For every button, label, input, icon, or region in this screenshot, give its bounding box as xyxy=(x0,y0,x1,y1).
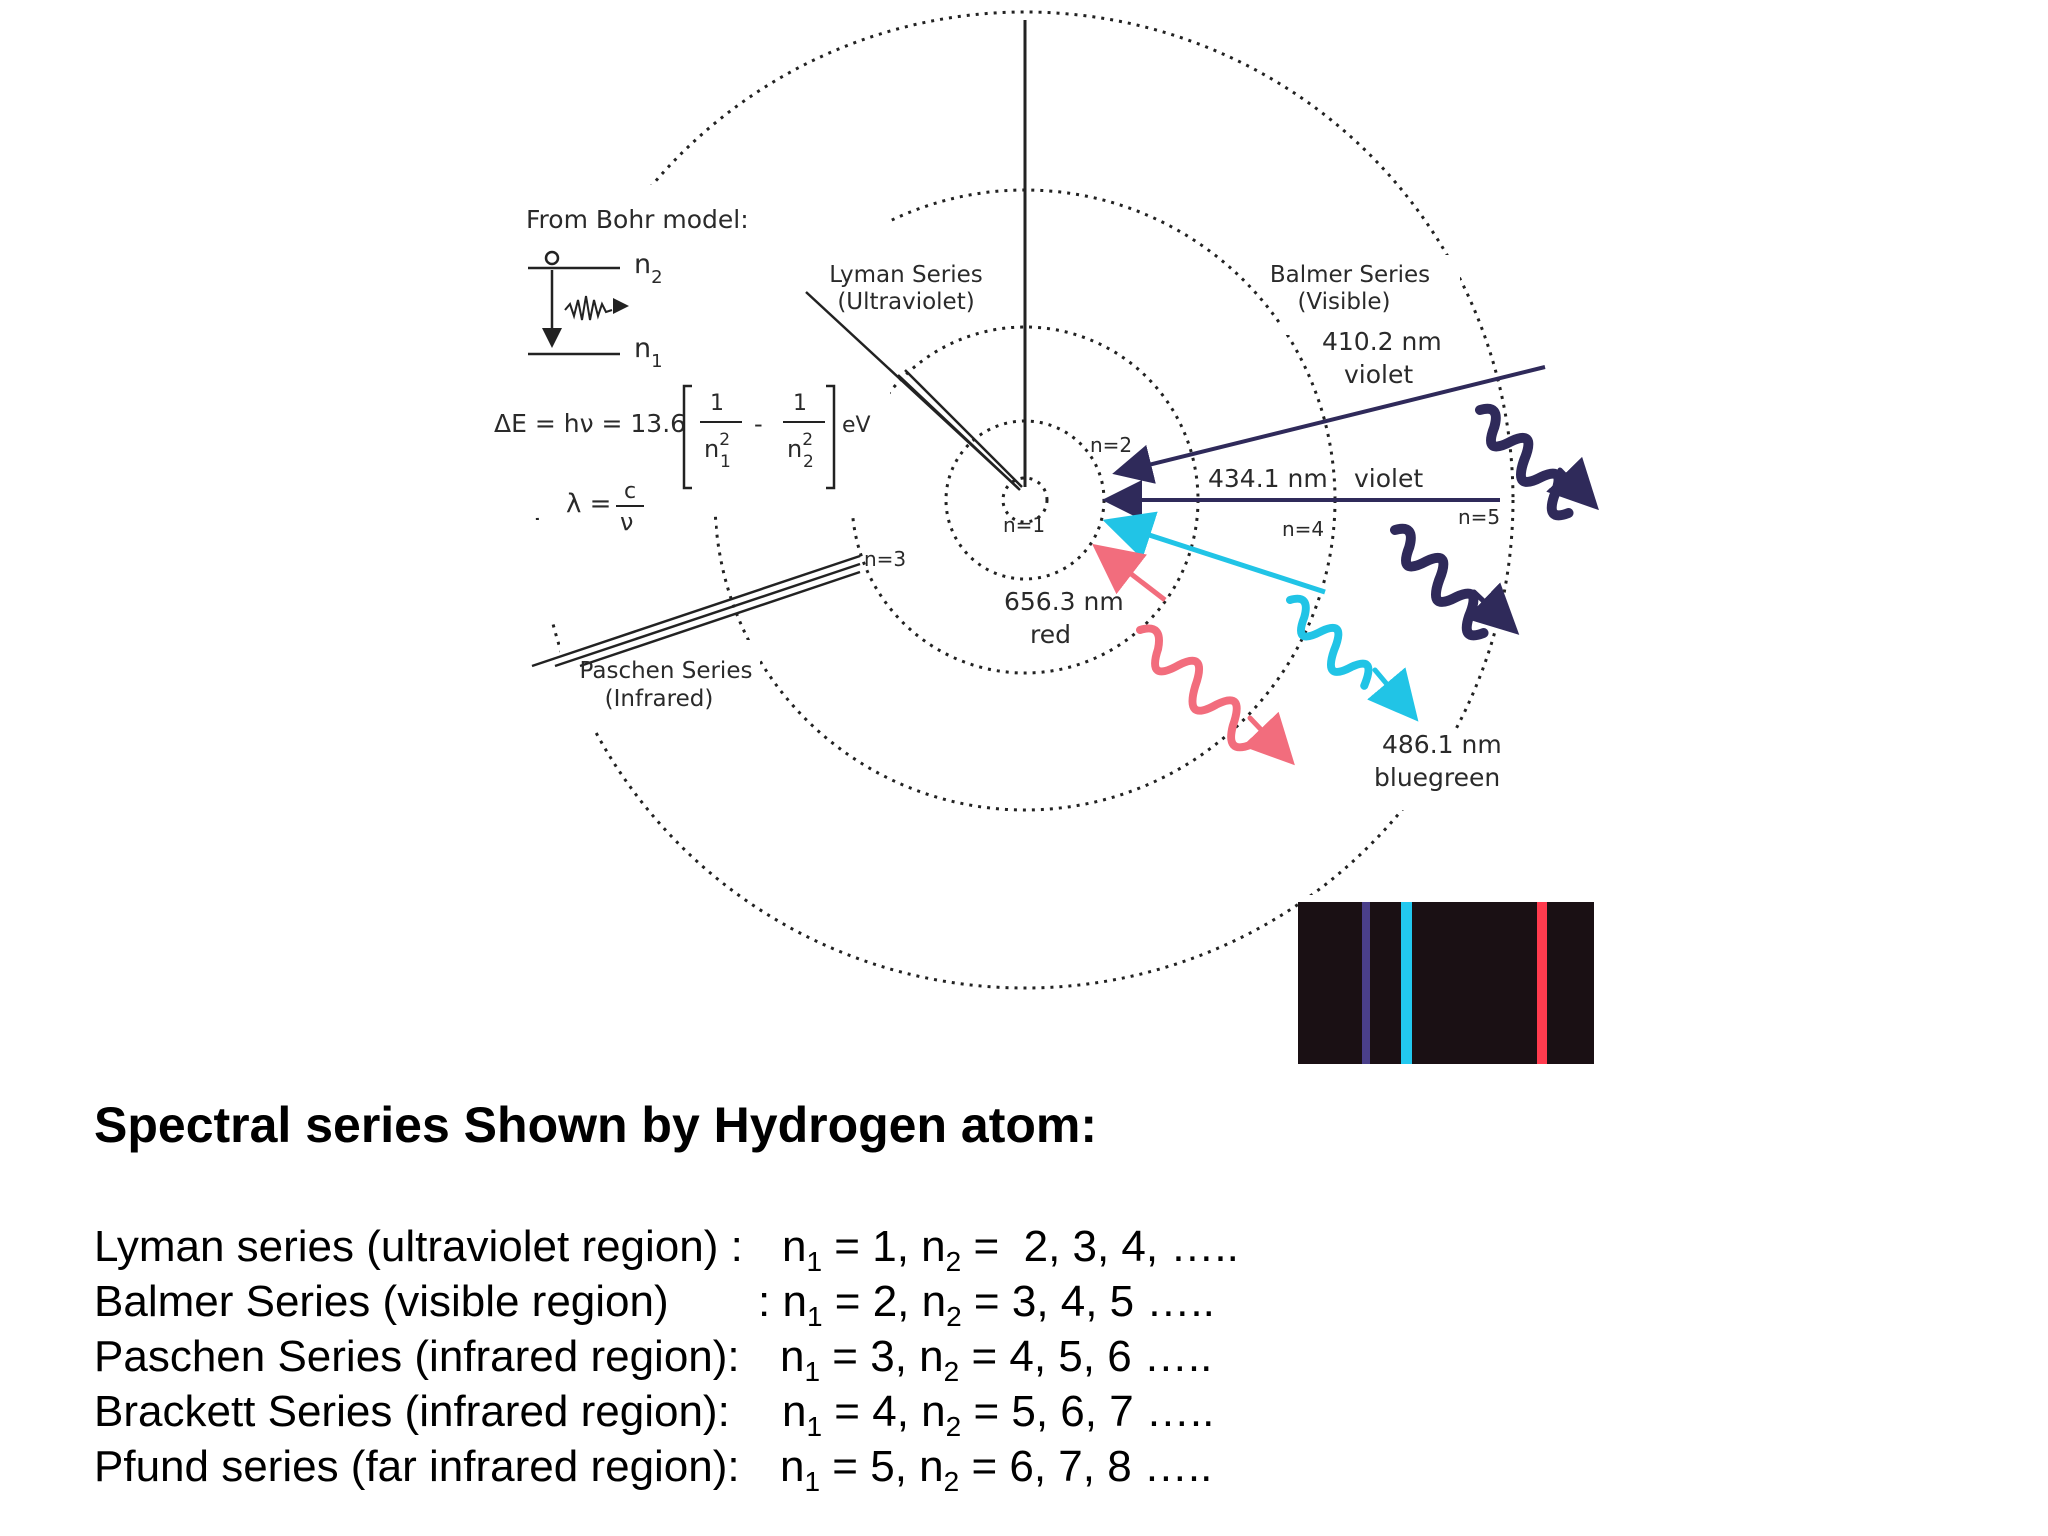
photon-red xyxy=(1136,624,1255,752)
lower-level-n: n xyxy=(634,333,651,364)
electron-icon xyxy=(544,250,560,266)
lambda-den: ν xyxy=(620,508,633,536)
label-n1: n=1 xyxy=(1003,513,1045,537)
photon-violet-2 xyxy=(1390,523,1489,641)
balmer-region: (Visible) xyxy=(1297,289,1390,315)
series-relation: : n1 = 2, n2 = 3, 4, 5 ….. xyxy=(758,1277,1215,1332)
upper-level-n: n xyxy=(634,249,651,280)
arrow-410 xyxy=(1112,365,1546,484)
color-434: violet xyxy=(1354,464,1423,493)
bohr-title: From Bohr model: xyxy=(526,205,749,234)
color-486: bluegreen xyxy=(1374,763,1500,792)
series-relation: n1 = 3, n2 = 4, 5, 6 ….. xyxy=(780,1332,1213,1387)
lyman-region: (Ultraviolet) xyxy=(837,289,974,315)
bohr-inset: From Bohr model: n2 n1 ΔE = hν = 13.6 1 … xyxy=(494,205,871,536)
label-n2: n=2 xyxy=(1090,433,1132,457)
color-656: red xyxy=(1030,620,1071,649)
upper-level-sub: 2 xyxy=(651,267,662,288)
lambda-num: c xyxy=(624,479,636,504)
series-label: Balmer Series (visible region) xyxy=(94,1277,669,1326)
series-relation: n1 = 4, n2 = 5, 6, 7 ….. xyxy=(782,1387,1215,1442)
spectrum-line-bluegreen xyxy=(1401,902,1412,1064)
series-list: Lyman series (ultraviolet region) : n1 =… xyxy=(94,1222,1239,1497)
hydrogen-emission-spectrum xyxy=(1298,902,1594,1064)
balmer-label: Balmer Series xyxy=(1270,262,1430,288)
wavelength-656: 656.3 nm xyxy=(1004,587,1124,616)
svg-text:n21: n21 xyxy=(704,430,731,472)
spectrum-line-violet xyxy=(1362,902,1370,1064)
frac1-den: n xyxy=(704,435,719,463)
svg-text:n22: n22 xyxy=(787,430,814,472)
svg-text:n2: n2 xyxy=(634,249,663,288)
energy-equation: ΔE = hν = 13.6 xyxy=(494,409,686,438)
frac2-num: 1 xyxy=(793,391,807,416)
photon-waves xyxy=(1136,403,1599,766)
wavelength-486: 486.1 nm xyxy=(1382,730,1502,759)
series-row-pfund: Pfund series (far infrared region): n1 =… xyxy=(94,1442,1212,1497)
unit-ev: eV xyxy=(842,413,871,438)
series-relation: n1 = 5, n2 = 6, 7, 8 ….. xyxy=(780,1442,1213,1497)
photon-bluegreen xyxy=(1286,594,1373,690)
series-relation: n1 = 1, n2 = 2, 3, 4, ….. xyxy=(782,1222,1239,1277)
lambda-equation: λ = xyxy=(566,489,611,519)
color-410: violet xyxy=(1344,360,1413,389)
orbit-labels: n=1 n=2 n=3 n=4 n=5 xyxy=(864,433,1500,571)
series-labels: Lyman Series (Ultraviolet) Balmer Series… xyxy=(580,262,1431,712)
paschen-lines xyxy=(531,554,861,668)
label-n4: n=4 xyxy=(1282,517,1324,541)
wavelength-labels: 410.2 nm violet 434.1 nm violet 486.1 nm… xyxy=(1004,327,1502,792)
lower-level-sub: 1 xyxy=(651,351,662,372)
series-label: Paschen Series (infrared region): xyxy=(94,1332,740,1381)
page-heading: Spectral series Shown by Hydrogen atom: xyxy=(94,1097,1098,1153)
label-n3: n=3 xyxy=(864,547,906,571)
arrow-486 xyxy=(1102,511,1326,595)
lyman-label: Lyman Series xyxy=(829,262,982,288)
arrow-656 xyxy=(1092,543,1167,602)
emitted-photon-icon xyxy=(564,295,613,321)
spectrum-line-red xyxy=(1537,902,1547,1064)
svg-text:n1: n1 xyxy=(634,333,663,372)
paschen-label: Paschen Series xyxy=(580,658,753,684)
minus-sign: - xyxy=(754,410,763,438)
label-n5: n=5 xyxy=(1458,505,1500,529)
frac2-den: n xyxy=(787,435,802,463)
lyman-lines xyxy=(805,291,1023,491)
series-label: Lyman series (ultraviolet region) : xyxy=(94,1222,743,1271)
series-row-paschen: Paschen Series (infrared region): n1 = 3… xyxy=(94,1332,1212,1387)
frac1-num: 1 xyxy=(710,391,724,416)
series-row-brackett: Brackett Series (infrared region): n1 = … xyxy=(94,1387,1214,1442)
orbit-n1 xyxy=(1001,476,1049,524)
balmer-arrows xyxy=(1092,365,1546,602)
series-row-lyman: Lyman series (ultraviolet region) : n1 =… xyxy=(94,1222,1239,1277)
series-label: Pfund series (far infrared region): xyxy=(94,1442,740,1491)
series-label: Brackett Series (infrared region): xyxy=(94,1387,730,1436)
series-row-balmer: Balmer Series (visible region) : n1 = 2,… xyxy=(94,1277,1215,1332)
photon-violet-1 xyxy=(1475,403,1574,521)
paschen-region: (Infrared) xyxy=(605,686,714,712)
wavelength-434: 434.1 nm xyxy=(1208,464,1328,493)
wavelength-410: 410.2 nm xyxy=(1322,327,1442,356)
spectrum-background xyxy=(1298,902,1594,1064)
